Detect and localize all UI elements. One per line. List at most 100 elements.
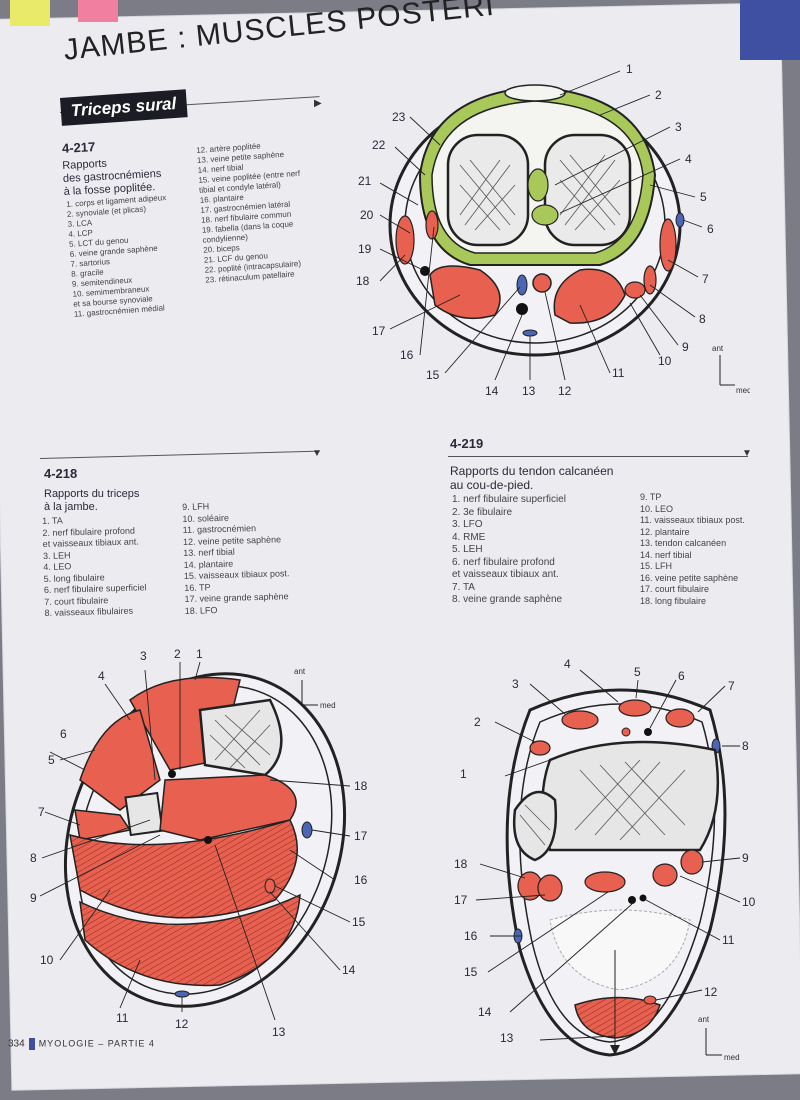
page-number: 334 bbox=[8, 1038, 25, 1050]
label-4: 4 bbox=[98, 669, 105, 683]
legend-item: 15. LFH bbox=[640, 561, 673, 571]
footer-section: MYOLOGIE – PARTIE 4 bbox=[38, 1038, 155, 1049]
label-4: 4 bbox=[564, 657, 571, 671]
plantaris-muscle bbox=[425, 210, 439, 240]
label-10: 10 bbox=[40, 953, 54, 967]
label-15: 15 bbox=[426, 368, 440, 382]
great-saphenous-vein bbox=[301, 821, 313, 839]
biceps-muscle bbox=[395, 215, 415, 265]
caption-line: au cou-de-pied. bbox=[450, 478, 534, 492]
caption-line: à la jambe. bbox=[44, 501, 98, 513]
label-17: 17 bbox=[354, 829, 368, 843]
peroneus-tertius-tendon bbox=[529, 740, 551, 756]
label-6: 6 bbox=[60, 727, 67, 741]
gracilis-muscle bbox=[643, 265, 657, 295]
axis-arrowhead-icon bbox=[610, 1045, 620, 1055]
leader-lines bbox=[379, 70, 703, 381]
label-14: 14 bbox=[485, 384, 499, 398]
label-22: 22 bbox=[372, 138, 386, 152]
legend-list-217-right: 12. artère poplitée 13. veine petite sap… bbox=[196, 139, 307, 286]
lca bbox=[527, 168, 549, 202]
label-15: 15 bbox=[464, 965, 478, 979]
posterior-tibial-vessel bbox=[639, 894, 647, 902]
plantaris-tendon bbox=[264, 878, 276, 894]
labels-219: 1 2 3 4 5 6 7 8 9 10 11 12 13 14 15 16 1… bbox=[454, 657, 756, 1045]
arrow-219-icon: ▼ bbox=[742, 448, 752, 459]
label-5: 5 bbox=[634, 665, 641, 679]
anterior-tibial-artery bbox=[621, 727, 631, 737]
peroneus-brevis-tendon bbox=[537, 874, 563, 902]
tibial-nerve bbox=[204, 836, 212, 844]
legend-item: 10. LEO bbox=[640, 503, 674, 514]
label-21: 21 bbox=[358, 174, 372, 188]
deep-peroneal-nerve bbox=[644, 728, 652, 736]
footer-accent-bar bbox=[28, 1038, 35, 1050]
label-12: 12 bbox=[558, 384, 572, 398]
diagram-ankle-cross-section: 1 2 3 4 5 6 7 8 9 10 11 12 13 14 15 16 1… bbox=[454, 657, 756, 1062]
legend-item: 7. TA bbox=[452, 581, 475, 593]
orientation-218: ant med bbox=[294, 667, 336, 710]
legend-item: 18. long fibulaire bbox=[640, 595, 707, 606]
legend-item: 11. vaisseaux tibiaux post. bbox=[640, 515, 745, 525]
legend-item: 6. nerf fibulaire profond bbox=[452, 556, 555, 568]
label-23: 23 bbox=[392, 110, 406, 124]
legend-item: et vaisseaux tibiaux ant. bbox=[452, 569, 559, 580]
orient-ant: ant bbox=[294, 667, 306, 676]
label-15: 15 bbox=[352, 915, 366, 929]
label-18: 18 bbox=[354, 779, 368, 793]
gastrocnemius-medial-muscle bbox=[429, 265, 501, 320]
legend-item: 13. tendon calcanéen bbox=[640, 538, 727, 548]
kager-fat-pad bbox=[549, 909, 691, 991]
label-16: 16 bbox=[464, 929, 478, 943]
gastrocnemius-lateral-muscle bbox=[553, 268, 626, 324]
figure-number-217: 4-217 bbox=[61, 139, 96, 156]
label-8: 8 bbox=[742, 739, 749, 753]
gastrocnemius-muscle bbox=[79, 893, 301, 987]
lateral-muscle-group bbox=[79, 709, 161, 811]
label-4: 4 bbox=[685, 152, 692, 166]
label-8: 8 bbox=[699, 312, 706, 326]
label-3: 3 bbox=[140, 649, 147, 663]
label-11: 11 bbox=[116, 1011, 129, 1025]
legend-item: 9. TP bbox=[640, 492, 662, 502]
label-13: 13 bbox=[272, 1025, 286, 1039]
figure-number-219: 4-219 bbox=[450, 436, 484, 451]
page-footer: 334 MYOLOGIE – PARTIE 4 bbox=[8, 1038, 155, 1050]
label-19: 19 bbox=[358, 242, 372, 256]
label-10: 10 bbox=[742, 895, 756, 909]
fibula-bone bbox=[512, 790, 557, 862]
tibial-nerve bbox=[516, 303, 528, 315]
orient-ant: ant bbox=[712, 344, 724, 353]
label-16: 16 bbox=[354, 873, 368, 887]
fibula-bone bbox=[124, 791, 164, 837]
caption-line: Rapports du tendon calcanéen bbox=[450, 464, 614, 478]
plantaris-tendon bbox=[643, 995, 657, 1005]
legend-item: 1. nerf fibulaire superficiel bbox=[452, 494, 566, 505]
popliteal-vein bbox=[516, 274, 528, 296]
legend-item: 17. court fibulaire bbox=[640, 584, 710, 594]
figure-caption-217: Rapports des gastrocnémiens à la fosse p… bbox=[62, 155, 162, 199]
legend-list-218-right: 9. LFH 10. soléaire 11. gastrocnémien 12… bbox=[182, 499, 291, 617]
label-6: 6 bbox=[678, 669, 685, 683]
leader-lines bbox=[475, 669, 741, 1041]
legend-item: 4. RME bbox=[452, 531, 486, 543]
label-14: 14 bbox=[478, 1005, 492, 1019]
label-7: 7 bbox=[38, 805, 45, 819]
diagram-leg-cross-section: 1 2 3 4 5 6 7 8 9 10 11 12 13 14 15 16 1… bbox=[30, 647, 368, 1039]
diagram-knee-cross-section: 1 2 3 4 5 6 7 8 9 10 11 12 13 14 15 16 1… bbox=[356, 62, 750, 398]
label-12: 12 bbox=[175, 1017, 189, 1031]
fdl-tendon bbox=[652, 863, 678, 887]
legend-list-218-left: 1. TA 2. nerf fibulaire profond et vaiss… bbox=[42, 513, 147, 619]
leader-lines bbox=[39, 661, 351, 1021]
label-20: 20 bbox=[360, 208, 374, 222]
figure-caption-218: Rapports du triceps à la jambe. bbox=[44, 488, 139, 514]
deep-posterior-muscles bbox=[159, 774, 297, 841]
label-9: 9 bbox=[742, 851, 749, 865]
label-18: 18 bbox=[356, 274, 370, 288]
label-9: 9 bbox=[30, 891, 37, 905]
label-9: 9 bbox=[682, 340, 689, 354]
figure-number-218: 4-218 bbox=[44, 466, 78, 481]
legend-item: 5. LEH bbox=[452, 544, 483, 555]
femoral-condyle-left bbox=[446, 133, 530, 247]
label-1: 1 bbox=[460, 767, 467, 781]
